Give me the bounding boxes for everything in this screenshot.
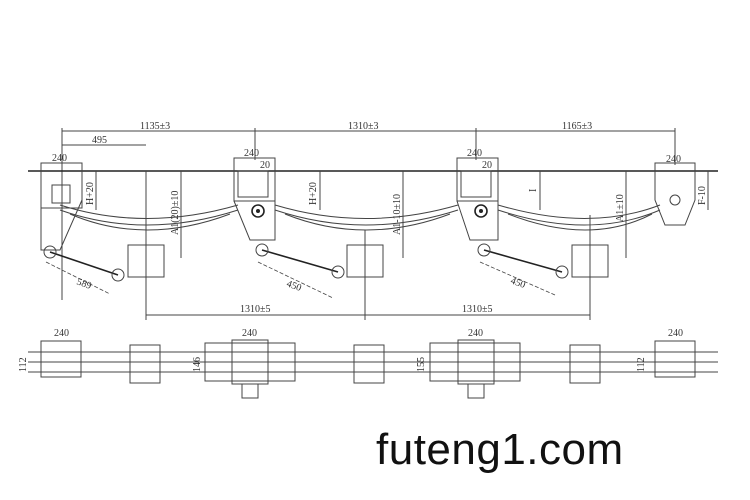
- width-240-3: 240: [467, 148, 482, 159]
- width-240-4: 240: [666, 154, 681, 165]
- rod-450-2: 450: [509, 275, 527, 290]
- offset-20-1: 20: [260, 160, 270, 171]
- watermark: futeng1.com: [376, 425, 624, 474]
- overall-dimension-line: 1135±3 1310±3 1165±3 495: [61, 121, 676, 300]
- equalizer-hanger-1: 240 20 H+20: [233, 148, 321, 241]
- height-f10: F-10: [697, 186, 708, 205]
- axle-height-2: A1-10±10: [392, 194, 403, 235]
- offset-20-2: 20: [482, 160, 492, 171]
- top-width-4: 240: [668, 328, 683, 339]
- top-width-2: 240: [242, 328, 257, 339]
- top-height-2: 146: [192, 357, 203, 372]
- dim-1165: 1165±3: [562, 121, 592, 132]
- spacing-2: 1310±5: [462, 304, 493, 315]
- width-240-2: 240: [244, 148, 259, 159]
- torque-rods: 589 450 450: [43, 243, 569, 299]
- spacing-1: 1310±5: [240, 304, 271, 315]
- top-height-1: 112: [18, 357, 29, 372]
- axle-height-3: A1±10: [615, 194, 626, 222]
- leaf-springs: [59, 204, 661, 231]
- height-h20-1: H+20: [85, 182, 96, 205]
- rear-hanger: 240 F-10: [654, 154, 709, 226]
- rod-450-1: 450: [285, 278, 303, 293]
- axle-height-1: A1(20)±10: [170, 191, 181, 235]
- axle-3: A1±10: [571, 171, 627, 320]
- top-height-3: 155: [416, 357, 427, 372]
- axle-2: A1-10±10: [346, 171, 404, 320]
- axle-1: A1(20)±10: [127, 171, 182, 320]
- dim-495: 495: [92, 135, 107, 146]
- dim-1310: 1310±3: [348, 121, 379, 132]
- height-i: I: [528, 189, 539, 192]
- top-width-3: 240: [468, 328, 483, 339]
- top-height-4: 112: [636, 357, 647, 372]
- dim-1135: 1135±3: [140, 121, 170, 132]
- rod-589: 589: [75, 276, 93, 291]
- height-h20-2: H+20: [308, 182, 319, 205]
- front-hanger: 240 H+20: [40, 153, 97, 251]
- equalizer-hanger-2: 240 20 I: [456, 148, 541, 241]
- top-view: 240 112 240 146 240 155 240 112: [18, 328, 718, 399]
- width-240-1: 240: [52, 153, 67, 164]
- pivot-pin-icon: [251, 204, 265, 218]
- axle-spacing-dims: 1310±5 1310±5: [146, 304, 590, 316]
- top-width-1: 240: [54, 328, 69, 339]
